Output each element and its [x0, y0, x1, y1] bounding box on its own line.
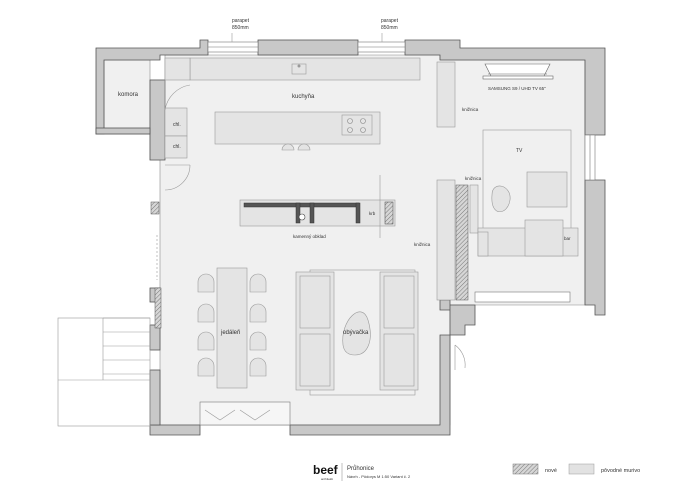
logo: beef [313, 463, 339, 477]
entry-door [164, 164, 191, 191]
kitchen-island [214, 111, 381, 145]
dining-chairs [197, 273, 267, 377]
kniznica-mid-label: knižnica [465, 176, 482, 181]
bookshelf-mid [469, 184, 479, 234]
kniznica-side-label: knižnica [414, 242, 431, 247]
new-wall-left [150, 201, 160, 215]
project-subtitle: Návrh - Pôdorys M 1:50 Variant č. 2 [347, 474, 411, 479]
logo-subtitle: architekti [321, 477, 333, 481]
terrace-steps [57, 317, 151, 427]
pantry-door [164, 80, 191, 111]
coffee-table [342, 311, 371, 356]
project-name: Průhonice [347, 465, 375, 472]
parapet-right-label: parapet [381, 18, 399, 24]
legend-new-swatch [512, 463, 539, 475]
bookshelf-top [436, 61, 456, 128]
fireplace-wall [239, 175, 396, 238]
chl-1-label: chl. [173, 122, 181, 128]
tv-model-label: SAMSUNG S9 / UHD TV 65" [488, 86, 546, 91]
fridge-2 [164, 135, 188, 159]
chl-2-label: chl. [173, 144, 181, 150]
sofa-right-living [379, 271, 419, 391]
windows [199, 41, 596, 426]
krb-label: krb [369, 211, 376, 216]
kuchyna-label: kuchyňa [292, 94, 315, 100]
kitchen-counter [164, 57, 421, 81]
new-wall-shelf [455, 184, 469, 301]
parapet-left-value: 850mm [232, 25, 249, 31]
komora-label: komora [118, 92, 139, 98]
side-table [491, 185, 511, 213]
bookshelf-side [436, 179, 456, 301]
sofa-right [477, 219, 579, 257]
bar-stools [281, 143, 311, 151]
legend-original-swatch [568, 463, 595, 475]
parapet-right-value: 850mm [381, 25, 398, 31]
legend-original-label: pôvodné murivo [601, 468, 640, 474]
jedalen-label: jedáleň [220, 330, 240, 336]
kamenny-obklad-label: kamenný obklad [293, 234, 326, 239]
walls [95, 39, 606, 436]
tv-label: TV [516, 148, 523, 154]
fireplace [384, 201, 394, 225]
kniznica-top-label: knižnica [462, 107, 479, 112]
armchair [526, 171, 568, 208]
terrace-door [454, 344, 466, 370]
legend-new-label: nové [545, 468, 557, 474]
sofa-left [295, 271, 335, 391]
new-wall-pier [154, 287, 162, 329]
dining-table [216, 267, 248, 389]
obyvacka-label: obývačka [343, 330, 369, 336]
bar-label: bar [564, 236, 571, 241]
tv-unit [482, 63, 554, 80]
cooktop-icon [341, 114, 373, 136]
parapet-left-label: parapet [232, 18, 250, 24]
